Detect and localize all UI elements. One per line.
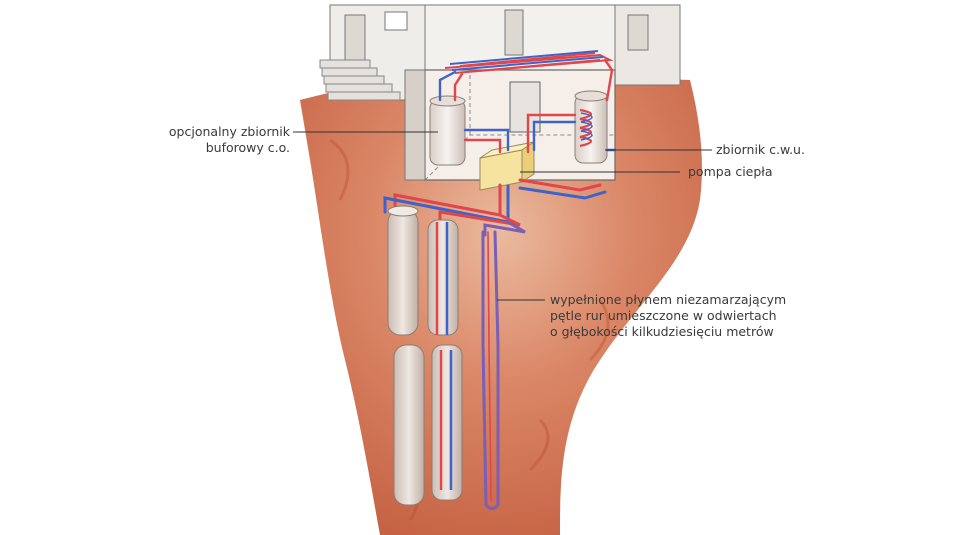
label-heat-pump: pompa ciepła	[688, 164, 773, 180]
buffer-tank	[429, 95, 466, 166]
soil-texture	[329, 138, 610, 521]
floor-heating-loops	[444, 50, 614, 74]
borehole-1	[387, 205, 425, 506]
label-dhw-tank: zbiornik c.w.u.	[716, 142, 805, 158]
leader-lines	[293, 131, 712, 301]
label-buffer-tank-line2: buforowy c.o.	[205, 140, 290, 155]
label-buffer-tank-line1: opcjonalny zbiornik	[168, 124, 290, 139]
label-boreholes-line3: o głębokości kilkudziesięciu metrów	[550, 324, 774, 339]
ground-supply-pipes	[383, 178, 607, 237]
stairs	[319, 59, 401, 101]
label-dhw-tank-text: zbiornik c.w.u.	[716, 142, 805, 157]
borehole-2	[427, 219, 463, 501]
label-boreholes-line1: wypełnione płynem niezamarzającym	[550, 292, 787, 307]
label-boreholes-line2: pętle rur umieszczone w odwiertach	[550, 308, 777, 323]
dhw-tank	[574, 90, 608, 164]
label-buffer-tank: opcjonalny zbiornik buforowy c.o.	[150, 124, 290, 156]
label-boreholes: wypełnione płynem niezamarzającym pętle …	[550, 292, 786, 340]
borehole-3-loop	[481, 230, 500, 510]
label-heat-pump-text: pompa ciepła	[688, 164, 773, 179]
